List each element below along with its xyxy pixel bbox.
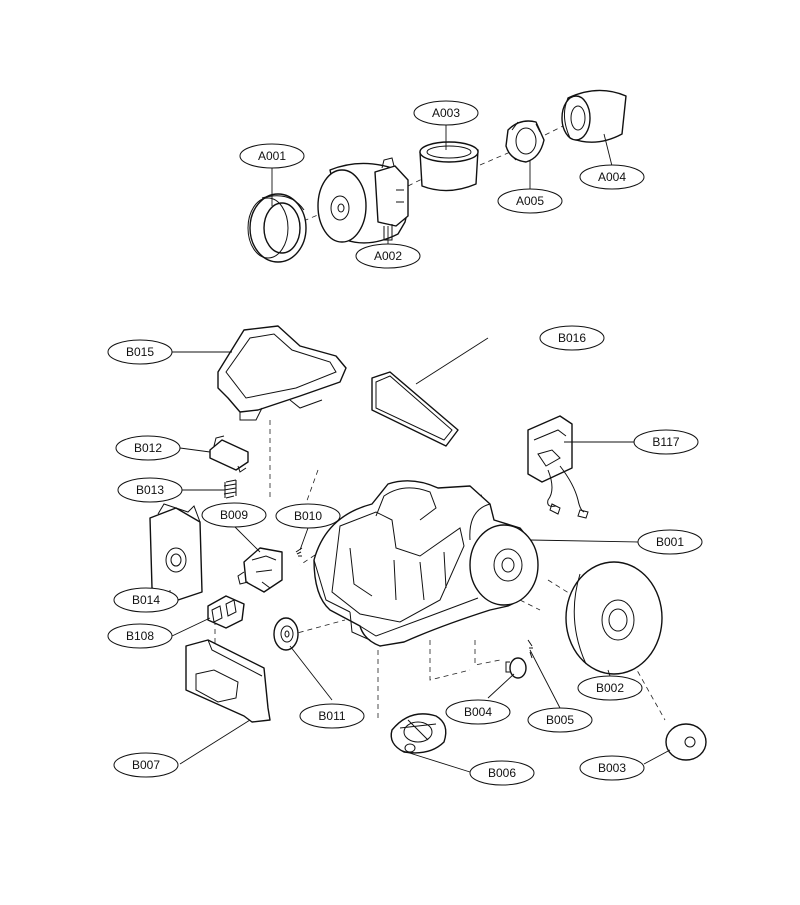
label-b006: B006 [488,766,516,780]
label-b012: B012 [134,441,162,455]
callout-b015: B015 [107,339,173,365]
label-b013: B013 [136,483,164,497]
callout-b002: B002 [577,675,643,701]
label-b117: B117 [652,435,679,449]
callout-b001: B001 [637,529,703,555]
callout-a004: A004 [579,164,645,190]
part-b009-switch [237,547,283,593]
callout-b006: B006 [469,760,535,786]
part-b014-plate [149,503,203,601]
label-b005: B005 [546,713,574,727]
part-a003-sleeve [419,141,479,192]
part-b001-housing [313,480,539,647]
label-b016: B016 [558,331,586,345]
leader-lines [169,124,671,773]
part-b002-large-wheel [565,561,663,675]
label-a002: A002 [374,249,402,263]
part-b016-filter [371,371,459,447]
callout-b003: B003 [579,755,645,781]
callout-b010: B010 [275,503,341,529]
label-b014: B014 [132,593,160,607]
motor-assembly-group [247,89,627,263]
part-a001-motor-ring [247,193,307,263]
callout-b016: B016 [539,325,605,351]
label-a003: A003 [432,106,460,120]
callout-b108: B108 [107,623,173,649]
label-b011: B011 [318,709,345,723]
label-b009: B009 [220,508,248,522]
label-b004: B004 [464,705,492,719]
part-b006-caster [390,713,447,754]
callout-a003: A003 [413,100,479,126]
callout-b004: B004 [445,699,511,725]
callout-a002: A002 [355,243,421,269]
label-b002: B002 [596,681,624,695]
part-b108-connector [207,595,245,629]
part-b015-lid [217,325,347,421]
callout-b117: B117 [633,429,699,455]
callout-b007: B007 [113,752,179,778]
part-a005-bracket [505,120,545,163]
part-b007-front-cover [185,639,271,723]
part-b117-pcb [527,415,589,519]
part-b004-pin [505,657,527,679]
part-b003-hubcap [665,723,707,761]
part-b010-screw [295,547,303,557]
main-body-group [149,325,707,761]
callout-b005: B005 [527,707,593,733]
label-b001: B001 [656,535,684,549]
callout-b014: B014 [113,587,179,613]
part-b013-spring [223,479,237,499]
part-a004-cover [561,89,627,143]
label-b007: B007 [132,758,160,772]
callout-a005: A005 [497,188,563,214]
callout-b012: B012 [115,435,181,461]
part-b012-clip [209,435,249,473]
label-a001: A001 [258,149,286,163]
label-b003: B003 [598,761,626,775]
part-b011-wheel [273,617,299,651]
label-a004: A004 [598,170,626,184]
label-b108: B108 [126,629,154,643]
label-a005: A005 [516,194,544,208]
label-b010: B010 [294,509,322,523]
callout-b011: B011 [299,703,365,729]
callout-b013: B013 [117,477,183,503]
part-a002-motor [317,157,409,244]
label-b015: B015 [126,345,154,359]
part-b005-screw [527,639,533,659]
callout-b009: B009 [201,502,267,528]
callout-a001: A001 [239,143,305,169]
